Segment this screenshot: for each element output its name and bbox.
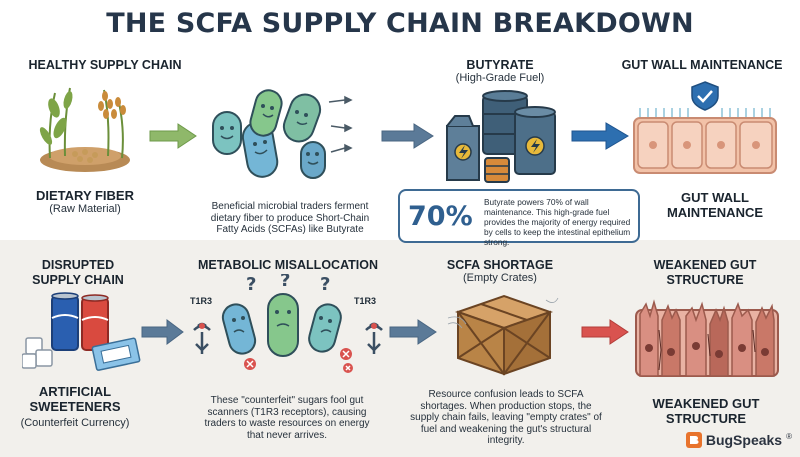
brand-logo: BugSpeaks ® — [685, 432, 792, 448]
flow-arrow-healthy-3 — [570, 121, 630, 151]
weakened-gut-wall-illustration — [632, 290, 782, 380]
callout-percent: 70% — [408, 201, 473, 232]
flow-arrow-disrupted-3 — [580, 318, 630, 346]
flow-arrow-disrupted-1 — [140, 318, 185, 346]
svg-text:?: ? — [320, 274, 330, 295]
butyrate-heading: BUTYRATE — [466, 58, 534, 72]
artificial-sweeteners-illustration — [22, 292, 142, 372]
metabolic-misallocation-caption: These "counterfeit" sugars fool gut scan… — [204, 395, 370, 441]
receptor-right-label: T1R3 — [354, 296, 377, 306]
dietary-fiber-label: DIETARY FIBER — [36, 188, 134, 203]
brand-registered-mark: ® — [786, 432, 792, 441]
weakened-gut-heading: WEAKENED GUT STRUCTURE — [653, 258, 757, 287]
flow-arrow-healthy-1 — [148, 122, 198, 150]
flow-arrow-healthy-2 — [380, 122, 435, 150]
brand-name: BugSpeaks — [705, 432, 783, 448]
dietary-fiber-sublabel: (Raw Material) — [49, 203, 121, 215]
flow-arrow-disrupted-2 — [388, 318, 438, 346]
empty-crates-illustration — [446, 288, 561, 378]
healthy-gut-wall-illustration — [630, 78, 780, 178]
beneficial-microbes-caption: Beneficial microbial traders ferment die… — [210, 201, 370, 235]
disrupted-supply-chain-heading: DISRUPTED SUPPLY CHAIN — [32, 258, 124, 287]
scfa-shortage-caption: Resource confusion leads to SCFA shortag… — [410, 389, 602, 446]
dietary-fiber-illustration — [30, 78, 140, 178]
healthy-supply-chain-heading: HEALTHY SUPPLY CHAIN — [28, 58, 182, 72]
artificial-sweeteners-sublabel: (Counterfeit Currency) — [20, 417, 130, 429]
gut-wall-maintenance-heading: GUT WALL MAINTENANCE — [621, 58, 783, 72]
beneficial-microbes-illustration — [205, 82, 355, 192]
callout-text: Butyrate powers 70% of wall maintenance.… — [484, 197, 631, 247]
svg-text:?: ? — [246, 274, 256, 295]
shield-icon — [691, 81, 719, 111]
bugspeaks-logo-icon — [685, 432, 702, 448]
svg-text:?: ? — [280, 274, 290, 291]
fuel-barrels-illustration — [443, 90, 563, 186]
page-title: THE SCFA SUPPLY CHAIN BREAKDOWN — [106, 8, 694, 39]
weakened-gut-label: WEAKENED GUT STRUCTURE — [652, 396, 760, 426]
butyrate-callout-box: 70% Butyrate powers 70% of wall maintena… — [398, 189, 640, 247]
gut-wall-maintenance-label: GUT WALL MAINTENANCE — [666, 190, 764, 220]
receptor-left-label: T1R3 — [190, 296, 213, 306]
butyrate-subheading: (High-Grade Fuel) — [455, 72, 545, 84]
artificial-sweeteners-label: ARTIFICIAL SWEETENERS — [29, 384, 121, 414]
scfa-shortage-subheading: (Empty Crates) — [463, 272, 537, 284]
scfa-shortage-heading: SCFA SHORTAGE — [446, 258, 554, 272]
metabolic-misallocation-heading: METABOLIC MISALLOCATION — [197, 258, 379, 272]
confused-microbes-illustration: ??? — [188, 274, 388, 374]
